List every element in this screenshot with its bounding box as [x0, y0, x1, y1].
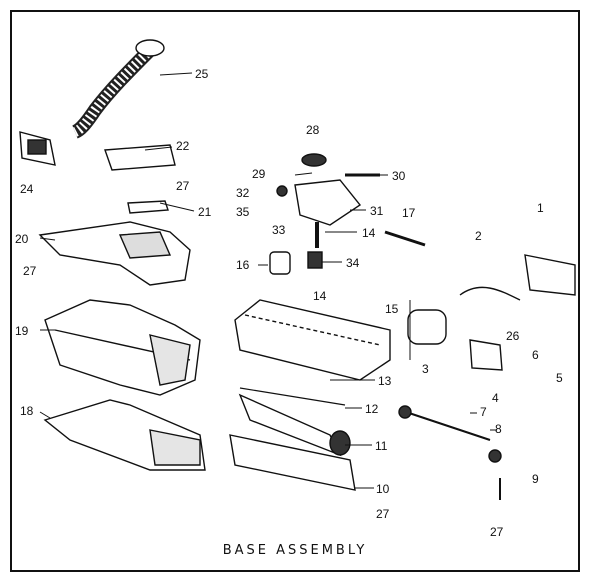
- motor-3: [407, 309, 447, 345]
- callout-17: 17: [402, 206, 416, 220]
- callout-14-b: 14: [313, 289, 327, 303]
- callout-16: 16: [236, 258, 250, 272]
- callout-2: 2: [475, 229, 482, 243]
- callout-28: 28: [306, 123, 320, 137]
- callout-8: 8: [495, 422, 502, 436]
- part-28: [301, 153, 327, 167]
- callout-11: 11: [375, 439, 388, 453]
- rod-17: [384, 230, 426, 247]
- callout-14-a: 14: [362, 226, 376, 240]
- callout-20: 20: [15, 232, 29, 246]
- callout-27-b: 27: [23, 264, 37, 278]
- callout-24: 24: [20, 182, 34, 196]
- bracket-4: [469, 339, 503, 371]
- callout-19: 19: [15, 324, 29, 338]
- callout-35: 35: [236, 205, 250, 219]
- callout-25: 25: [195, 67, 209, 81]
- callout-5: 5: [556, 371, 563, 385]
- diagram-frame: [10, 10, 580, 572]
- callout-27-d: 27: [490, 525, 504, 539]
- part-32: [276, 185, 288, 197]
- callout-10: 10: [376, 482, 390, 496]
- callout-29: 29: [252, 167, 266, 181]
- switch-1: [524, 254, 576, 296]
- part-34: [307, 251, 323, 269]
- callout-21: 21: [198, 205, 212, 219]
- callout-9: 9: [532, 472, 539, 486]
- cord-2: [459, 286, 521, 301]
- callout-30: 30: [392, 169, 406, 183]
- diagram-caption: BASE ASSEMBLY: [222, 543, 368, 558]
- body-13: [234, 299, 391, 381]
- callout-7: 7: [480, 405, 487, 419]
- callout-3: 3: [422, 362, 429, 376]
- callout-34: 34: [346, 256, 360, 270]
- part-12: [239, 387, 346, 406]
- part-16: [269, 251, 291, 275]
- callout-31: 31: [370, 204, 384, 218]
- callout-12: 12: [365, 402, 379, 416]
- clip-21: [127, 200, 169, 214]
- part-8: [399, 409, 491, 441]
- callout-32: 32: [236, 186, 250, 200]
- callout-1: 1: [537, 201, 544, 215]
- callout-18: 18: [20, 404, 34, 418]
- plate-10: [229, 434, 356, 491]
- bracket-31: [294, 179, 362, 226]
- callout-15: 15: [385, 302, 399, 316]
- plate-22: [104, 144, 176, 171]
- callout-26: 26: [506, 329, 520, 343]
- callout-33: 33: [272, 223, 286, 237]
- callout-27-c: 27: [376, 507, 390, 521]
- callout-22: 22: [176, 139, 190, 153]
- callout-27-a: 27: [176, 179, 190, 193]
- callout-4: 4: [492, 391, 499, 405]
- callout-13: 13: [378, 374, 392, 388]
- callout-6: 6: [532, 348, 539, 362]
